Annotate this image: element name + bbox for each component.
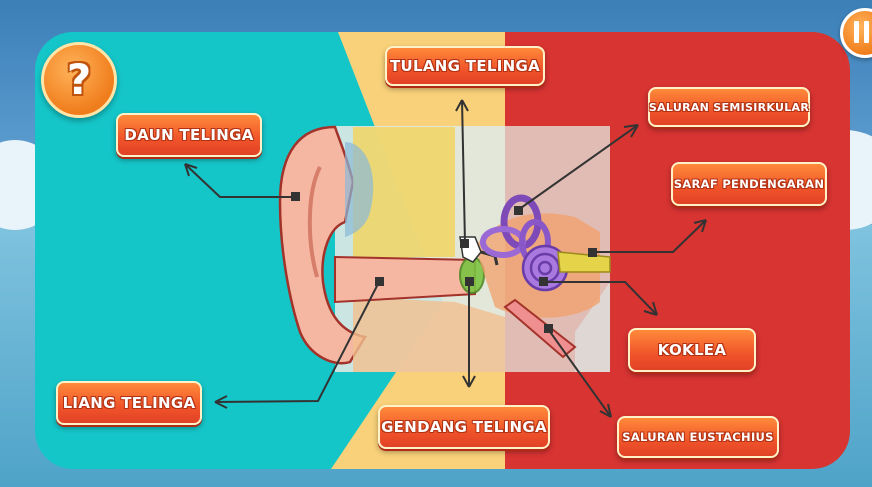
pause-icon (864, 21, 869, 43)
pause-icon (854, 21, 859, 43)
label-koklea[interactable]: KOKLEA (628, 328, 756, 372)
label-liang-telinga[interactable]: LIANG TELINGA (56, 381, 202, 425)
game-board: DAUN TELINGA TULANG TELINGA SALURAN SEMI… (35, 32, 850, 469)
help-button[interactable]: ? (41, 42, 117, 118)
question-mark-icon: ? (67, 59, 91, 101)
label-tulang-telinga[interactable]: TULANG TELINGA (385, 46, 545, 86)
label-daun-telinga[interactable]: DAUN TELINGA (116, 113, 262, 157)
label-gendang-telinga[interactable]: GENDANG TELINGA (378, 405, 550, 449)
label-saluran-eustachius[interactable]: SALURAN EUSTACHIUS (617, 416, 779, 458)
label-saluran-semisirkular[interactable]: SALURAN SEMISIRKULAR (648, 87, 810, 127)
label-saraf-pendengaran[interactable]: SARAF PENDENGARAN (671, 162, 827, 206)
